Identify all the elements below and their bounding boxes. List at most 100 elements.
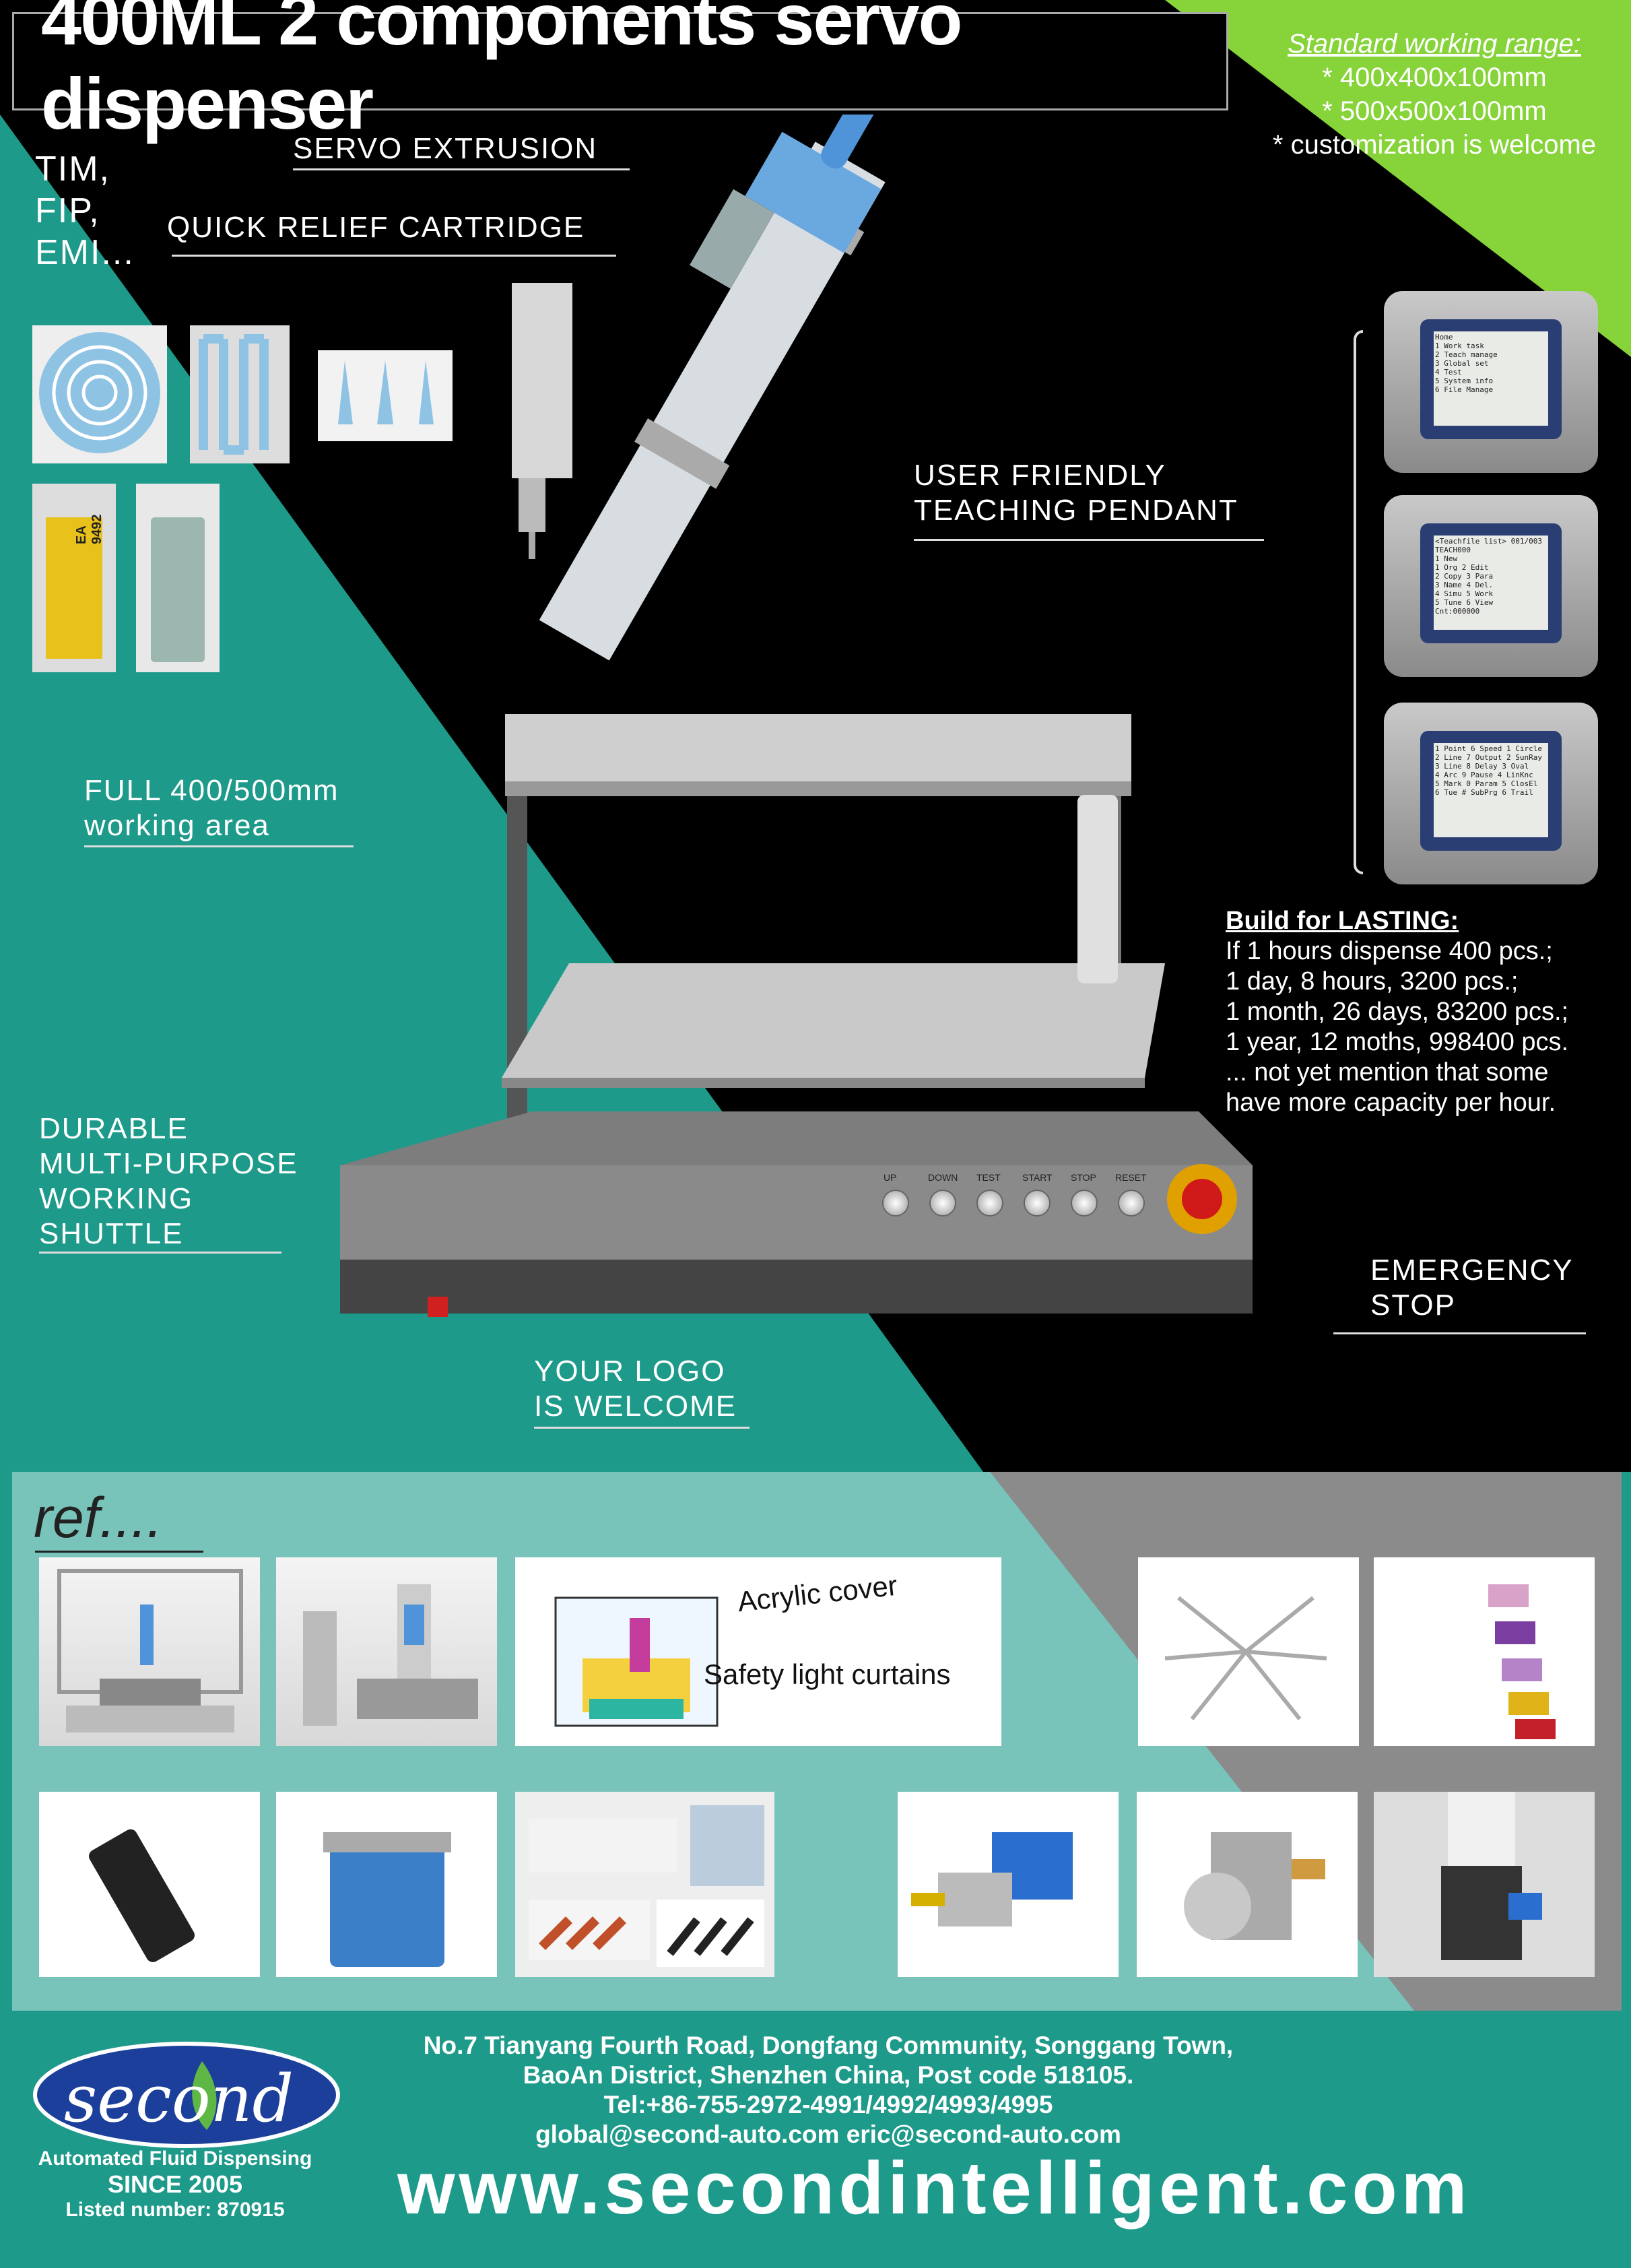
button-label-start: START — [1022, 1172, 1053, 1183]
test-button[interactable] — [976, 1190, 1003, 1217]
address-line: BaoAn District, Shenzhen China, Post cod… — [523, 2061, 1134, 2089]
callout-line: TEACHING PENDANT — [914, 494, 1238, 527]
ref-acrylic-cover-diagram: Acrylic cover Safety light curtains — [515, 1557, 1001, 1746]
leader-line — [172, 255, 616, 257]
callout-line: MULTI-PURPOSE — [39, 1147, 298, 1180]
lcd-line: 2 Copy 3 Para — [1435, 572, 1494, 581]
email-line[interactable]: global@second-auto.com eric@second-auto.… — [535, 2120, 1121, 2148]
lcd-line: 3 Line 8 Delay 3 Oval — [1435, 762, 1529, 771]
lcd-line: TEACH000 — [1435, 546, 1471, 554]
ref-dispensing-valve-blue-image — [898, 1792, 1119, 1977]
working-range-heading: Standard working range: — [1288, 29, 1581, 59]
logo-tagline: Automated Fluid Dispensing — [38, 2147, 312, 2170]
logo-wordmark: second — [64, 2061, 294, 2137]
application-item: TIM, — [35, 150, 110, 189]
cartridge-label: EA 9492 — [74, 514, 104, 545]
yellow-cartridge-image: EA 9492 — [32, 484, 116, 672]
build-line: ... not yet mention that some — [1226, 1058, 1549, 1087]
lcd-line: 1 Org 2 Edit — [1435, 563, 1489, 572]
callout-line: YOUR LOGO — [534, 1355, 726, 1388]
working-range-line: * customization is welcome — [1272, 130, 1597, 160]
callout-quick-relief: QUICK RELIEF CARTRIDGE — [167, 211, 585, 244]
ref-dispensing-valve-steel-image — [1137, 1792, 1358, 1977]
reset-button[interactable] — [1118, 1190, 1145, 1217]
ref-underline — [35, 1551, 203, 1553]
spiral-sample-image — [32, 325, 167, 463]
lcd-line: 2 Line 7 Output 2 SunRay — [1435, 753, 1542, 762]
leader-line — [293, 168, 630, 170]
title-banner: 400ML 2 components servo dispenser — [12, 0, 1228, 144]
lcd-line: 1 Point 6 Speed 1 Circle — [1435, 744, 1542, 753]
build-heading: Build for LASTING: — [1226, 907, 1459, 935]
address-line: No.7 Tianyang Fourth Road, Dongfang Comm… — [423, 2032, 1234, 2059]
ref-needle-tips-image — [1138, 1557, 1359, 1746]
build-line: have more capacity per hour. — [1226, 1089, 1556, 1117]
callout-servo-extrusion: SERVO EXTRUSION — [293, 132, 598, 165]
button-label-down: DOWN — [928, 1172, 958, 1183]
callout-line: FULL 400/500mm — [84, 774, 339, 807]
pendant-screen-teachfile: <Teachfile list> 001/003 TEACH000 1 New … — [1384, 495, 1598, 677]
leader-line — [534, 1427, 750, 1429]
callout-working-area: FULL 400/500mm working area — [84, 773, 339, 843]
working-range-line: * 400x400x100mm — [1322, 63, 1547, 92]
zigzag-sample-image — [190, 325, 290, 463]
working-range: Standard working range: * 400x400x100mm … — [1246, 27, 1623, 162]
callout-line: STOP — [1370, 1289, 1457, 1322]
ref-pressure-tank-image — [276, 1792, 497, 1977]
lcd-line: 1 Work task — [1435, 342, 1484, 350]
lcd-line: 4 Test — [1435, 368, 1462, 377]
start-button[interactable] — [1024, 1190, 1051, 1217]
lcd-line: 5 Mark 0 Param 5 ClosEl — [1435, 779, 1538, 788]
lcd-line: 4 Arc 9 Pause 4 LinKnc — [1435, 771, 1533, 779]
second-logo-image — [33, 2042, 340, 2148]
callout-shuttle: DURABLE MULTI-PURPOSE WORKING SHUTTLE — [39, 1111, 298, 1252]
lcd-line: 5 Tune 6 View — [1435, 598, 1494, 607]
build-line: 1 year, 12 moths, 998400 pcs. — [1226, 1028, 1569, 1056]
lcd-line: 3 Name 4 Del. — [1435, 581, 1494, 589]
callout-line: WORKING — [39, 1182, 194, 1215]
page-title: 400ML 2 components servo dispenser — [41, 0, 963, 144]
leader-line — [39, 1252, 281, 1254]
callout-line: USER FRIENDLY — [914, 459, 1166, 492]
contact-address: No.7 Tianyang Fourth Road, Dongfang Comm… — [391, 2031, 1266, 2149]
stop-button[interactable] — [1071, 1190, 1098, 1217]
pendant-screen-home: Home 1 Work task 2 Teach manage 3 Global… — [1384, 291, 1598, 473]
callout-emergency-stop: EMERGENCY STOP — [1370, 1253, 1574, 1323]
applications-list: TIM, FIP, EMI... — [35, 148, 135, 273]
callout-teaching-pendant: USER FRIENDLY TEACHING PENDANT — [914, 458, 1238, 528]
build-line: 1 month, 26 days, 83200 pcs.; — [1226, 998, 1569, 1026]
lcd-line: 4 Simu 5 Work — [1435, 589, 1494, 598]
button-label-up: UP — [884, 1172, 897, 1183]
callout-line: SHUTTLE — [39, 1217, 184, 1250]
dispenser-machine-image — [340, 115, 1253, 1317]
leader-line — [84, 845, 354, 847]
drop-sample-image — [318, 350, 453, 441]
website-link[interactable]: www.secondintelligent.com — [397, 2147, 1471, 2230]
logo-text: Automated Fluid Dispensing SINCE 2005 Li… — [27, 2147, 323, 2222]
build-line: 1 day, 8 hours, 3200 pcs.; — [1226, 967, 1519, 996]
build-line: If 1 hours dispense 400 pcs.; — [1226, 937, 1553, 965]
lcd-line: 6 Tue # SubPrg 6 Trail — [1435, 788, 1533, 797]
application-item: FIP, — [35, 191, 100, 230]
callout-your-logo: YOUR LOGO IS WELCOME — [534, 1354, 737, 1424]
up-button[interactable] — [882, 1190, 909, 1217]
safety-light-curtains-label: Safety light curtains — [704, 1658, 951, 1690]
ref-cartridge-parts-image — [515, 1792, 774, 1977]
control-button-panel: UP DOWN TEST START STOP RESET — [875, 1172, 1165, 1219]
lcd-line: <Teachfile list> 001/003 — [1435, 537, 1542, 546]
ref-title: ref.... — [34, 1486, 163, 1549]
lcd-line: 6 File Manage — [1435, 385, 1494, 394]
lcd-line: 2 Teach manage — [1435, 350, 1498, 359]
leader-line — [1333, 1332, 1586, 1334]
pendant-bracket — [1354, 330, 1363, 874]
ref-pressure-tank-machine-image — [276, 1557, 497, 1746]
lcd-line: 5 System info — [1435, 377, 1494, 385]
button-label-test: TEST — [976, 1172, 1001, 1183]
down-button[interactable] — [929, 1190, 956, 1217]
lcd-line: Home — [1435, 333, 1453, 342]
logo-listed-number: Listed number: 870915 — [65, 2199, 285, 2221]
button-label-reset: RESET — [1115, 1172, 1147, 1183]
pendant-screen-commands: 1 Point 6 Speed 1 Circle 2 Line 7 Output… — [1384, 703, 1598, 884]
working-range-line: * 500x500x100mm — [1322, 96, 1547, 126]
lcd-line: Cnt:000000 — [1435, 607, 1480, 616]
